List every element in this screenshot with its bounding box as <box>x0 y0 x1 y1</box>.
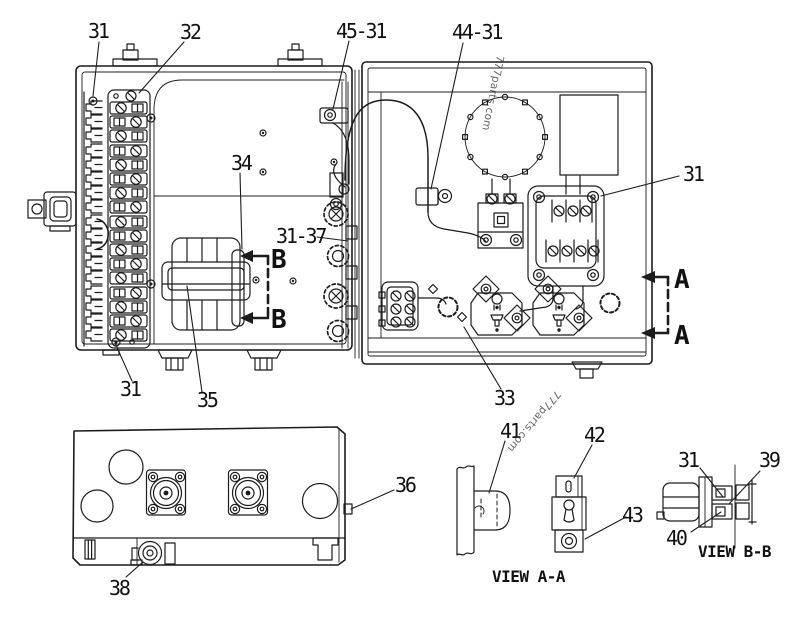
knockout-hole <box>437 296 459 318</box>
front-box-outline <box>75 65 353 351</box>
view-bb-title: VIEW B-B <box>698 542 772 561</box>
section-letter-a-upper: A <box>674 265 690 295</box>
callout-42: 42 <box>584 423 605 447</box>
bolt-circle <box>462 93 548 181</box>
leader-31-bottom <box>114 342 133 382</box>
leader-31-top <box>92 41 100 97</box>
hole <box>108 449 144 485</box>
latch-side-view <box>656 476 757 528</box>
leader-40 <box>690 511 722 533</box>
callout-labels: 31 32 45-31 44-31 31 34 31-37 35 31 33 3… <box>88 19 782 600</box>
front-box-view <box>27 43 360 371</box>
callout-35: 35 <box>197 388 218 412</box>
section-letter-a-lower: A <box>674 321 690 351</box>
door-panel-view <box>344 61 653 379</box>
terminal-block-small <box>378 281 447 331</box>
mounting-boss-left <box>112 43 158 67</box>
circuit-breaker-33b <box>532 275 593 336</box>
callout-34: 34 <box>231 151 253 175</box>
bottom-box-view <box>72 426 353 566</box>
keeper-42 <box>551 475 587 553</box>
door-edge-strip <box>456 465 475 556</box>
bracket-45-31 <box>319 107 350 211</box>
box-foot-left <box>157 349 193 371</box>
right-wall-connectors <box>323 81 358 349</box>
callout-41: 41 <box>500 419 521 443</box>
callout-36: 36 <box>395 473 416 497</box>
watermark-top: 777parts.com <box>479 54 505 131</box>
leader-38 <box>125 561 144 578</box>
leader-33 <box>463 326 502 390</box>
leader-35 <box>186 285 203 393</box>
leader-43 <box>584 516 627 540</box>
leader-44-31 <box>430 42 464 190</box>
callout-45-31: 45-31 <box>336 19 386 43</box>
wire-lug-column <box>83 91 109 347</box>
flange-connector-left <box>145 469 187 516</box>
panel-plate <box>559 94 619 176</box>
leader-31-37 <box>316 236 349 242</box>
leader-39 <box>728 470 761 505</box>
bottom-band-details <box>84 537 339 566</box>
leader-41 <box>488 440 506 494</box>
leader-45-31 <box>332 40 350 110</box>
hole <box>301 482 339 520</box>
section-marker-b: B B <box>240 245 287 335</box>
callout-32: 32 <box>180 20 201 44</box>
circuit-breaker-33 <box>470 275 531 336</box>
view-b-b <box>656 464 757 549</box>
leader-32 <box>138 41 185 94</box>
latch-assembly-35 <box>161 237 251 331</box>
hole <box>80 489 114 523</box>
hinge-tab <box>27 191 77 232</box>
view-aa-title: VIEW A-A <box>492 567 566 586</box>
leader-31-panel <box>600 175 680 197</box>
watermark-corner: 777parts.com <box>0 584 72 624</box>
flange-connector-right <box>227 469 269 516</box>
section-marker-a: A A <box>641 265 690 351</box>
wire-harness <box>344 99 487 243</box>
callout-31-bottom: 31 <box>120 377 141 401</box>
leader-36 <box>350 489 395 510</box>
leader-34 <box>239 172 243 250</box>
view-a-a <box>456 465 587 556</box>
callout-40: 40 <box>666 526 687 550</box>
callout-31-panel: 31 <box>683 162 704 186</box>
callout-31-37: 31-37 <box>276 224 326 248</box>
callout-38: 38 <box>109 576 130 600</box>
latch-bar-34 <box>231 249 245 327</box>
callout-44-31: 44-31 <box>452 20 502 44</box>
relay-small <box>477 178 524 249</box>
terminal-strip <box>107 89 156 349</box>
box-foot-right <box>246 349 282 371</box>
leader-lines <box>92 40 761 578</box>
bottom-box-outline <box>72 426 346 566</box>
callout-43: 43 <box>622 503 643 527</box>
callout-33: 33 <box>494 386 515 410</box>
callout-39: 39 <box>759 448 780 472</box>
knockout-hole <box>599 292 621 314</box>
section-letter-b-lower: B <box>271 305 287 335</box>
relay-large <box>519 175 605 312</box>
latch-hook-41 <box>473 490 511 531</box>
mounting-boss-right <box>277 43 323 67</box>
leader-31-bb <box>699 467 724 498</box>
door-panel-outline <box>361 61 653 365</box>
leader-42 <box>573 444 593 479</box>
callout-31-top-left: 31 <box>88 19 109 43</box>
callout-31-view-bb: 31 <box>678 448 699 472</box>
section-letter-b-upper: B <box>271 245 287 275</box>
